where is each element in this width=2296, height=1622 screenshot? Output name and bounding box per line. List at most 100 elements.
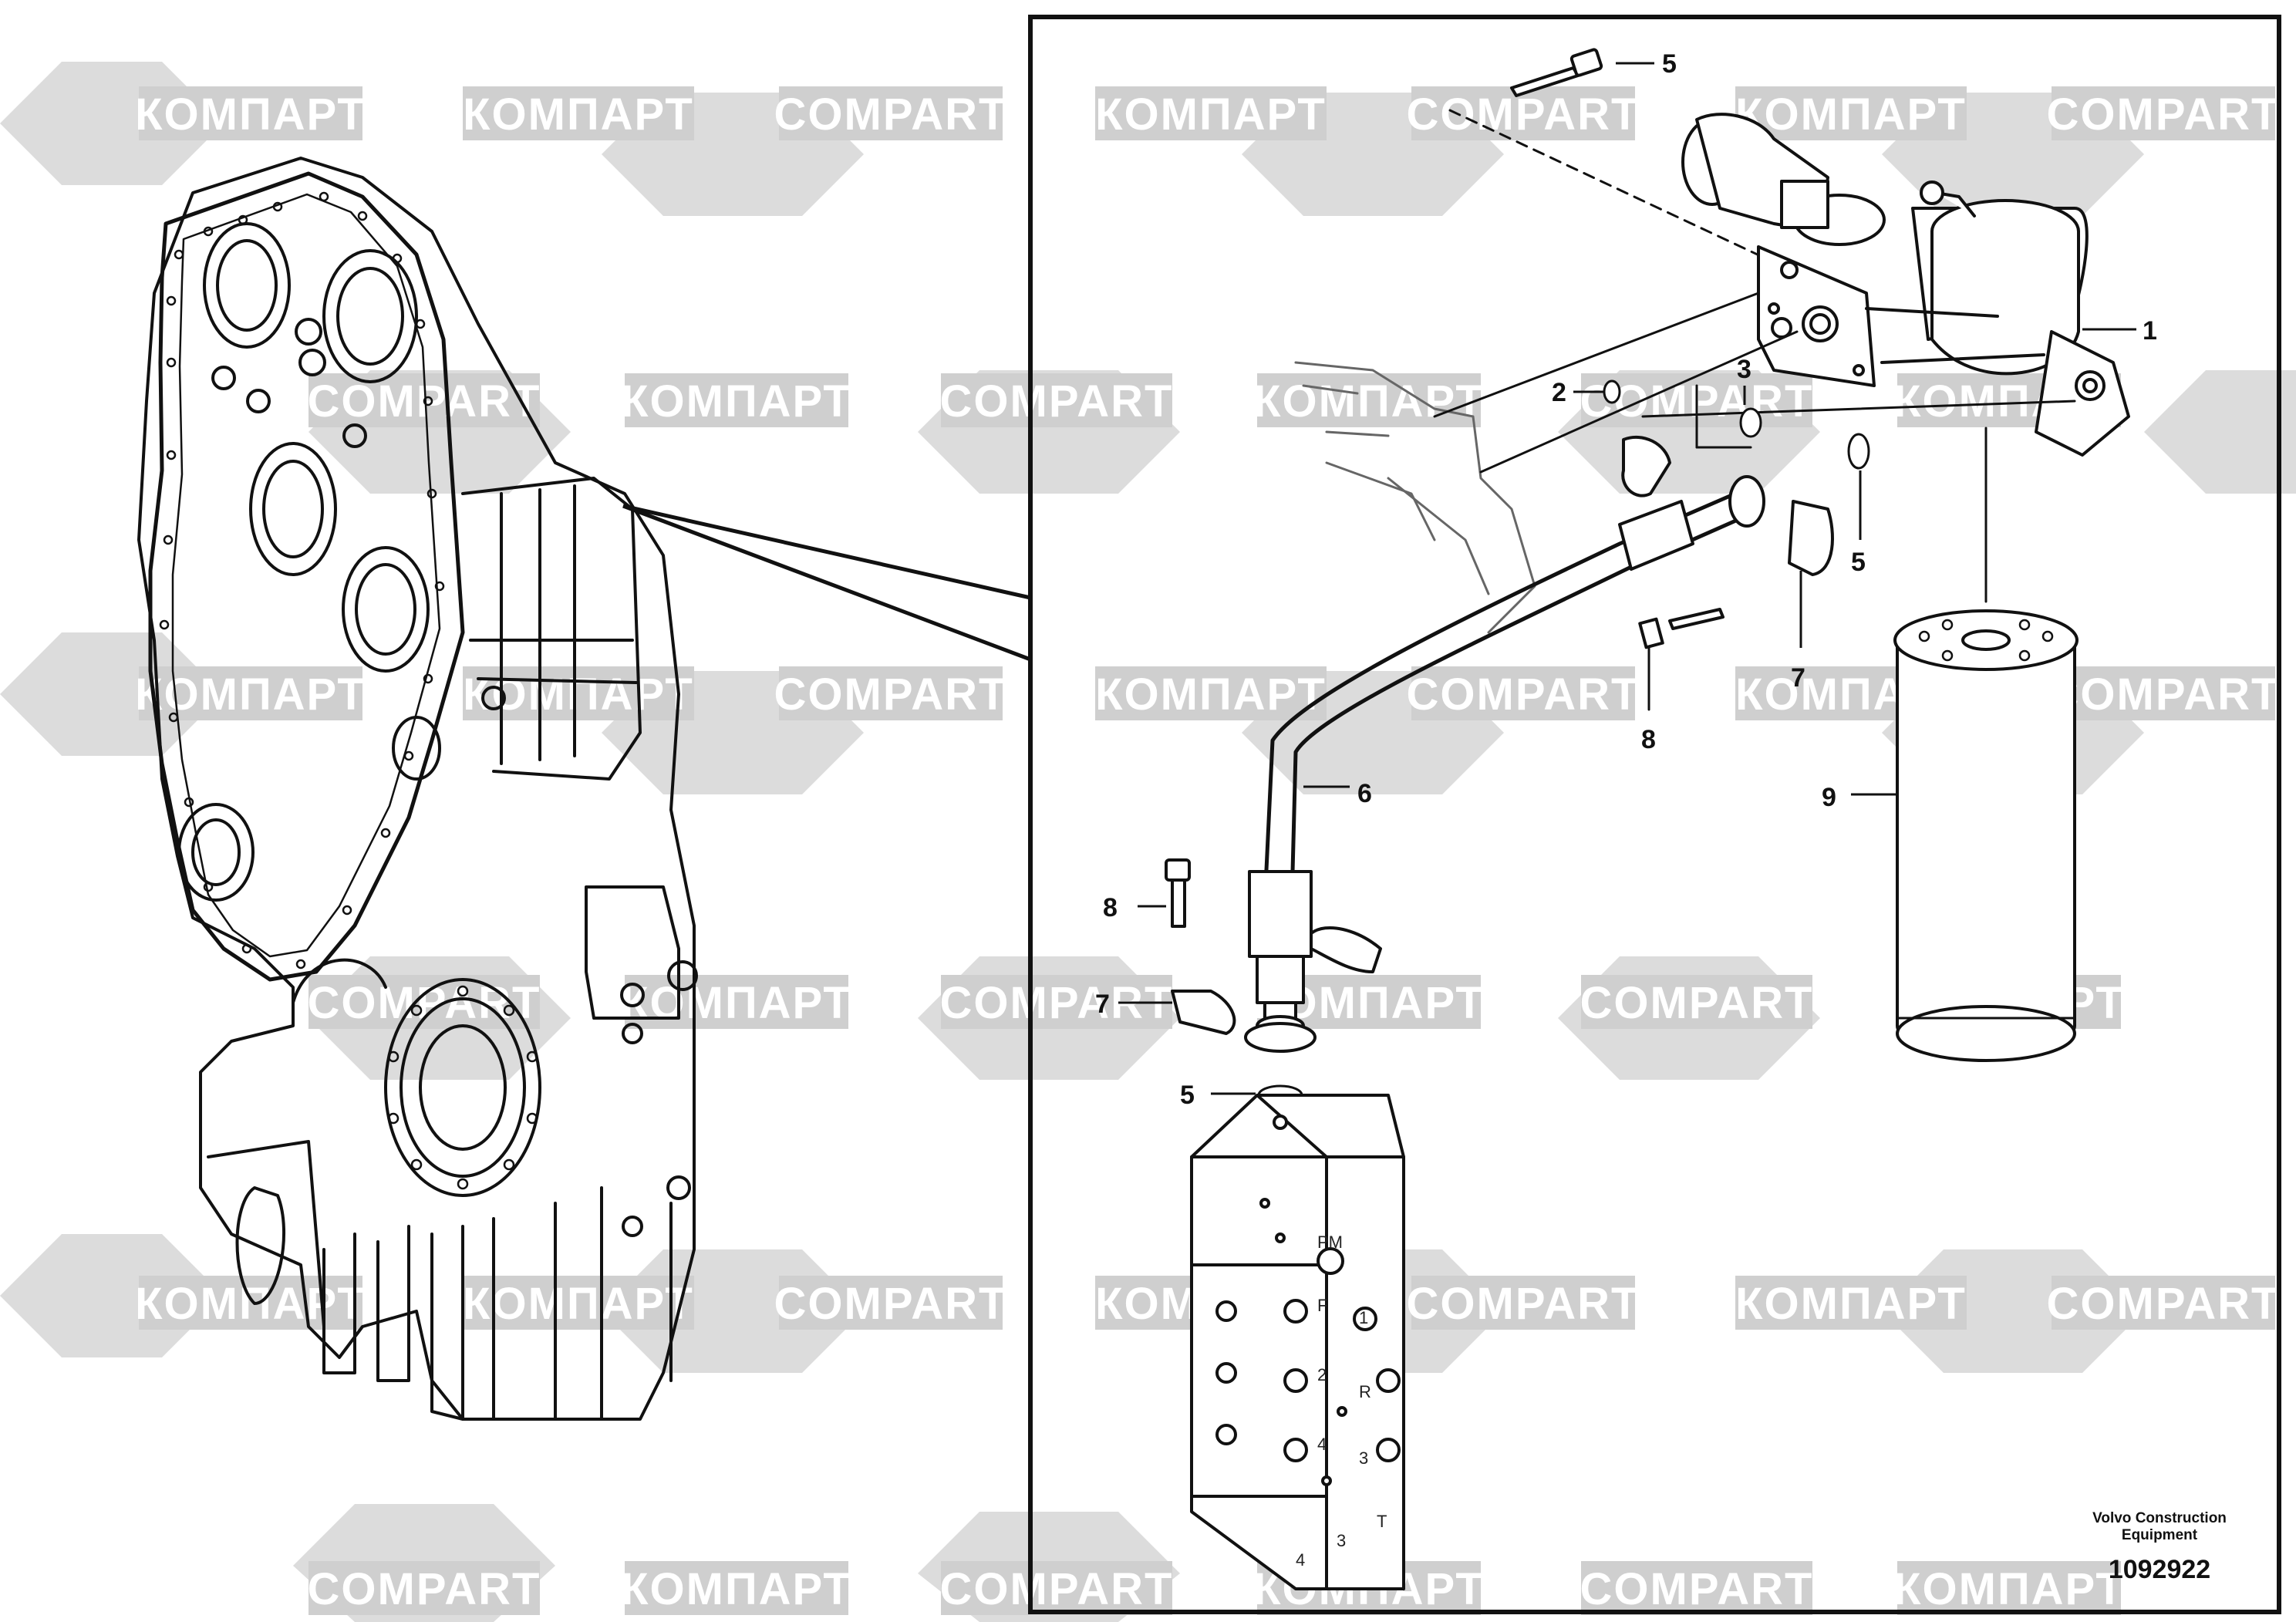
- oil-filter-part-9: [1893, 609, 2079, 1062]
- callout-4: 5: [1662, 49, 1677, 79]
- connector-lines: [622, 504, 1031, 662]
- port-label-f: F: [1317, 1296, 1327, 1315]
- valve-port-labels: PM F 1 2 R 4 3 4 3 T: [1296, 1233, 1387, 1570]
- callout-5-lower: 5: [1180, 1081, 1195, 1110]
- callout-5-upper: 5: [1851, 548, 1866, 577]
- filter-head-part-1: [1681, 113, 2130, 457]
- watermark-text: COMPART: [940, 376, 1174, 427]
- detail-frame: [1028, 15, 2281, 1614]
- watermark-text: COMPART: [774, 1279, 1008, 1329]
- watermark-band: [779, 86, 1003, 140]
- callout-9: 9: [1822, 783, 1836, 812]
- port-label-pm: PM: [1317, 1233, 1343, 1252]
- watermark-text: COMPART: [1580, 1564, 1814, 1614]
- watermark-text: КОМПАРТ: [463, 669, 694, 720]
- watermark-band: [625, 373, 848, 427]
- watermark-band: [779, 1276, 1003, 1330]
- watermark-band: [625, 975, 848, 1029]
- drawing-number: 1092922: [2108, 1555, 2211, 1584]
- watermark-band: [941, 1561, 1172, 1615]
- o-ring-part-3: [1739, 407, 1762, 438]
- o-ring-part-5-upper: [1847, 433, 1870, 470]
- watermark-text: COMPART: [2047, 1279, 2281, 1329]
- watermark-text: КОМПАРТ: [135, 669, 366, 720]
- watermark-text: КОМПАРТ: [1893, 1564, 2125, 1614]
- watermark-band: [1735, 1276, 1967, 1330]
- clamp-upper: [1621, 435, 1671, 497]
- port-label-1: 1: [1359, 1308, 1368, 1327]
- watermark-text: КОМПАРТ: [1095, 89, 1327, 140]
- bolt-part-4: [1510, 48, 1603, 97]
- clamp-part-7-upper: [1788, 500, 1834, 576]
- callout-3: 3: [1737, 355, 1752, 384]
- callout-numbers: 5 1 2 3 5 6 7 8 9 8 7 5: [1095, 49, 2157, 1110]
- control-valve-block: [1190, 1094, 1405, 1590]
- watermark-bands: КОМПАРТ COMPART КОМПАРТ COMPART КОМПАРТ COMPA…: [135, 86, 2281, 1615]
- watermark-band: [1735, 86, 1967, 140]
- pipe-part-6: [1244, 475, 1765, 1053]
- detail-parts: [1165, 48, 2130, 1590]
- housing-fragment: [1294, 361, 1536, 634]
- watermark-text: COMPART: [1407, 669, 1640, 720]
- watermark-text: КОМПАРТ: [621, 1564, 852, 1614]
- callout-7-upper: 7: [1791, 663, 1805, 693]
- watermark-text: КОМПАРТ: [1735, 89, 1967, 140]
- callout-1: 1: [2143, 316, 2157, 346]
- watermark-text: КОМПАРТ: [463, 1279, 694, 1329]
- gearbox-housing-drawing: [137, 157, 698, 1421]
- bolt-part-8-lower: [1165, 858, 1191, 928]
- port-label-3-bottom: 3: [1337, 1531, 1346, 1550]
- watermark-band: [463, 86, 694, 140]
- watermark-band: [1411, 1276, 1635, 1330]
- bolt-part-8-upper: [1638, 608, 1725, 649]
- port-label-t: T: [1377, 1512, 1387, 1531]
- port-label-3-side: 3: [1359, 1448, 1368, 1468]
- callout-8-lower: 8: [1103, 893, 1118, 922]
- callout-leaders: [1118, 62, 2136, 1095]
- watermark-band: [1411, 666, 1635, 720]
- watermark-band: [1095, 86, 1327, 140]
- watermark-text: COMPART: [2047, 669, 2281, 720]
- watermark-text: COMPART: [2047, 89, 2281, 140]
- watermark-text: COMPART: [774, 89, 1008, 140]
- watermark-text: COMPART: [774, 669, 1008, 720]
- port-label-2: 2: [1317, 1365, 1327, 1384]
- clamp-part-7-lower: [1171, 990, 1236, 1035]
- watermark-band: [463, 1276, 694, 1330]
- watermark-text: КОМПАРТ: [135, 1279, 366, 1329]
- watermark-text: COMPART: [1407, 89, 1640, 140]
- watermark-text: КОМПАРТ: [463, 89, 694, 140]
- watermark-text: COMPART: [1407, 1279, 1640, 1329]
- watermark-text: COMPART: [1580, 978, 1814, 1028]
- watermark-text: КОМПАРТ: [621, 978, 852, 1028]
- watermark-band: [139, 86, 362, 140]
- clamp-lower: [1310, 926, 1382, 973]
- watermark-band: [1411, 86, 1635, 140]
- credit-block: Volvo Construction Equipment 1092922: [2067, 1510, 2252, 1585]
- watermark-text: COMPART: [308, 1564, 541, 1614]
- port-label-r: R: [1359, 1382, 1371, 1401]
- port-label-4-bottom: 4: [1296, 1550, 1305, 1570]
- watermark-text: КОМПАРТ: [135, 89, 366, 140]
- watermark-band: [941, 373, 1172, 427]
- watermark-band: [779, 666, 1003, 720]
- watermark-band: [2052, 666, 2275, 720]
- watermark-band: [1257, 373, 1481, 427]
- callout-7-lower: 7: [1095, 990, 1110, 1019]
- watermark-band: [1581, 1561, 1812, 1615]
- port-label-4-side: 4: [1317, 1435, 1327, 1454]
- callout-8-upper: 8: [1641, 725, 1656, 754]
- credit-line-2: Equipment: [2121, 1527, 2198, 1543]
- watermark-text: КОМПАРТ: [1735, 1279, 1967, 1329]
- credit-line-1: Volvo Construction: [2092, 1510, 2227, 1526]
- watermark-text: КОМПАРТ: [621, 376, 852, 427]
- watermark-band: [308, 1561, 540, 1615]
- watermark-text: КОМПАРТ: [1095, 669, 1327, 720]
- watermark-band: [1581, 975, 1812, 1029]
- watermark-band: [1897, 1561, 2121, 1615]
- callout-6: 6: [1357, 779, 1372, 808]
- callout-2: 2: [1552, 378, 1566, 407]
- watermark-band: [2052, 1276, 2275, 1330]
